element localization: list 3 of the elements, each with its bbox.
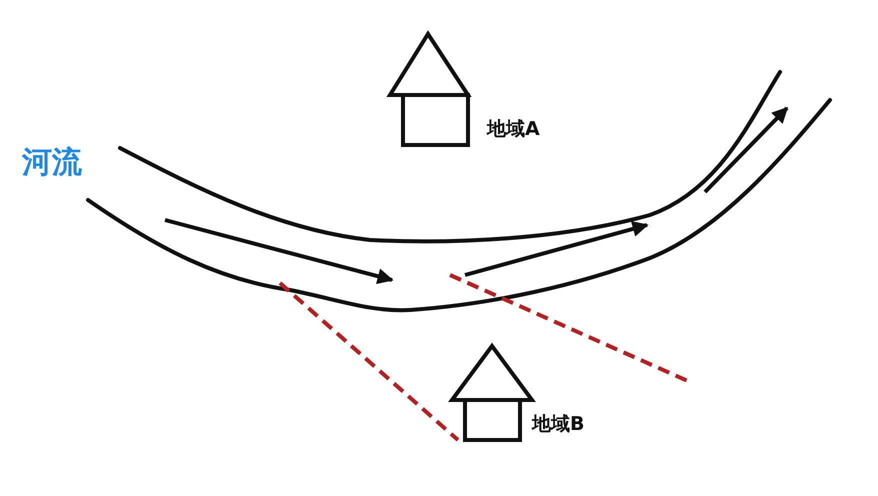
region-label: 地域B: [532, 415, 584, 434]
region-label: 地域A: [487, 120, 540, 139]
river-label: 河流: [22, 148, 82, 178]
